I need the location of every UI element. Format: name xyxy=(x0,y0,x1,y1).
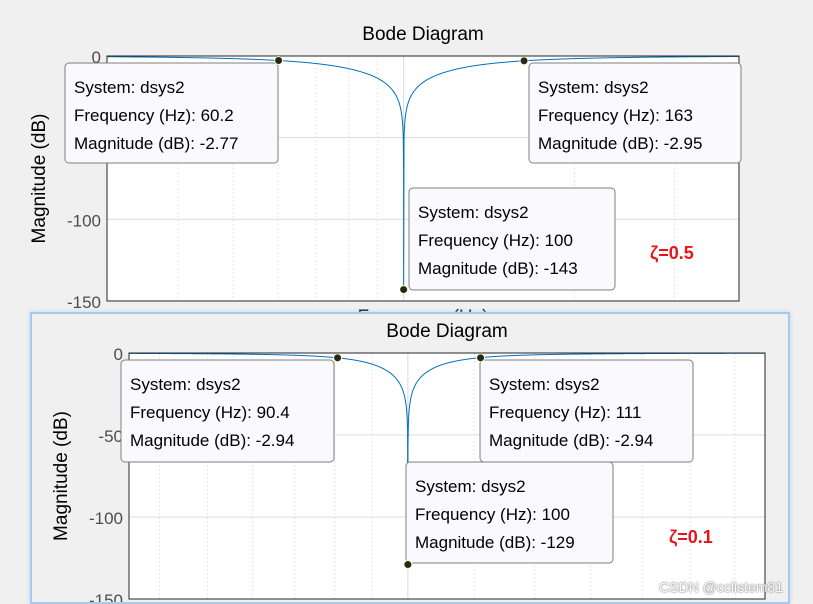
datatip-line: Magnitude (dB): -2.94 xyxy=(489,431,653,450)
datatip-line: Frequency (Hz): 163 xyxy=(538,106,693,125)
axes-box xyxy=(106,55,740,302)
chart-title: Bode Diagram xyxy=(362,24,483,45)
datatip-line: System: dsys2 xyxy=(538,78,649,97)
datatip-marker xyxy=(333,353,343,363)
y-tick-label: -150 xyxy=(67,293,101,312)
chart-title: Bode Diagram xyxy=(386,321,507,342)
y-axis-label: Magnitude (dB) xyxy=(29,114,50,244)
datatip-marker xyxy=(274,56,284,66)
datatip-box xyxy=(64,62,279,164)
axes-box xyxy=(128,352,766,600)
datatip-line: Frequency (Hz): 100 xyxy=(415,505,570,524)
datatip-marker xyxy=(519,56,529,66)
y-axis-label: Magnitude (dB) xyxy=(51,411,72,541)
y-tick-label: -100 xyxy=(67,211,101,230)
datatip-line: System: dsys2 xyxy=(418,203,529,222)
datatip-line: System: dsys2 xyxy=(130,375,241,394)
datatip-line: Frequency (Hz): 60.2 xyxy=(74,106,234,125)
datatip-line: Magnitude (dB): -2.95 xyxy=(538,134,702,153)
magnitude-curve xyxy=(129,352,765,565)
y-tick-label: -100 xyxy=(89,509,123,528)
datatip-line: Frequency (Hz): 111 xyxy=(489,403,641,422)
y-tick-label: 0 xyxy=(92,48,101,67)
datatip-marker xyxy=(403,560,413,570)
datatip-line: System: dsys2 xyxy=(489,375,600,394)
datatip-line: Frequency (Hz): 100 xyxy=(418,231,573,250)
datatip-line: System: dsys2 xyxy=(415,477,526,496)
datatip-line: System: dsys2 xyxy=(74,78,185,97)
datatip-line: Magnitude (dB): -143 xyxy=(418,259,578,278)
datatip-marker xyxy=(476,353,486,363)
y-tick-label: 0 xyxy=(114,345,123,364)
watermark: CSDN @cclistem81 xyxy=(659,579,783,595)
datatip-box xyxy=(405,461,614,564)
datatip-line: Frequency (Hz): 90.4 xyxy=(130,403,290,422)
datatip-line: Magnitude (dB): -2.77 xyxy=(74,134,238,153)
datatip-box xyxy=(408,187,616,291)
magnitude-curve xyxy=(107,56,739,290)
zeta-annotation: ζ=0.1 xyxy=(669,527,713,548)
x-axis-label: Frequency (Hz) xyxy=(358,307,489,312)
y-tick-label: -150 xyxy=(89,591,123,602)
datatip-line: Magnitude (dB): -2.94 xyxy=(130,431,294,450)
datatip-box xyxy=(528,62,742,164)
datatip-box xyxy=(120,359,335,463)
y-tick-label: -50 xyxy=(98,427,123,446)
datatip-marker xyxy=(399,285,409,295)
datatip-line: Magnitude (dB): -129 xyxy=(415,533,575,552)
zeta-annotation: ζ=0.5 xyxy=(650,243,694,264)
